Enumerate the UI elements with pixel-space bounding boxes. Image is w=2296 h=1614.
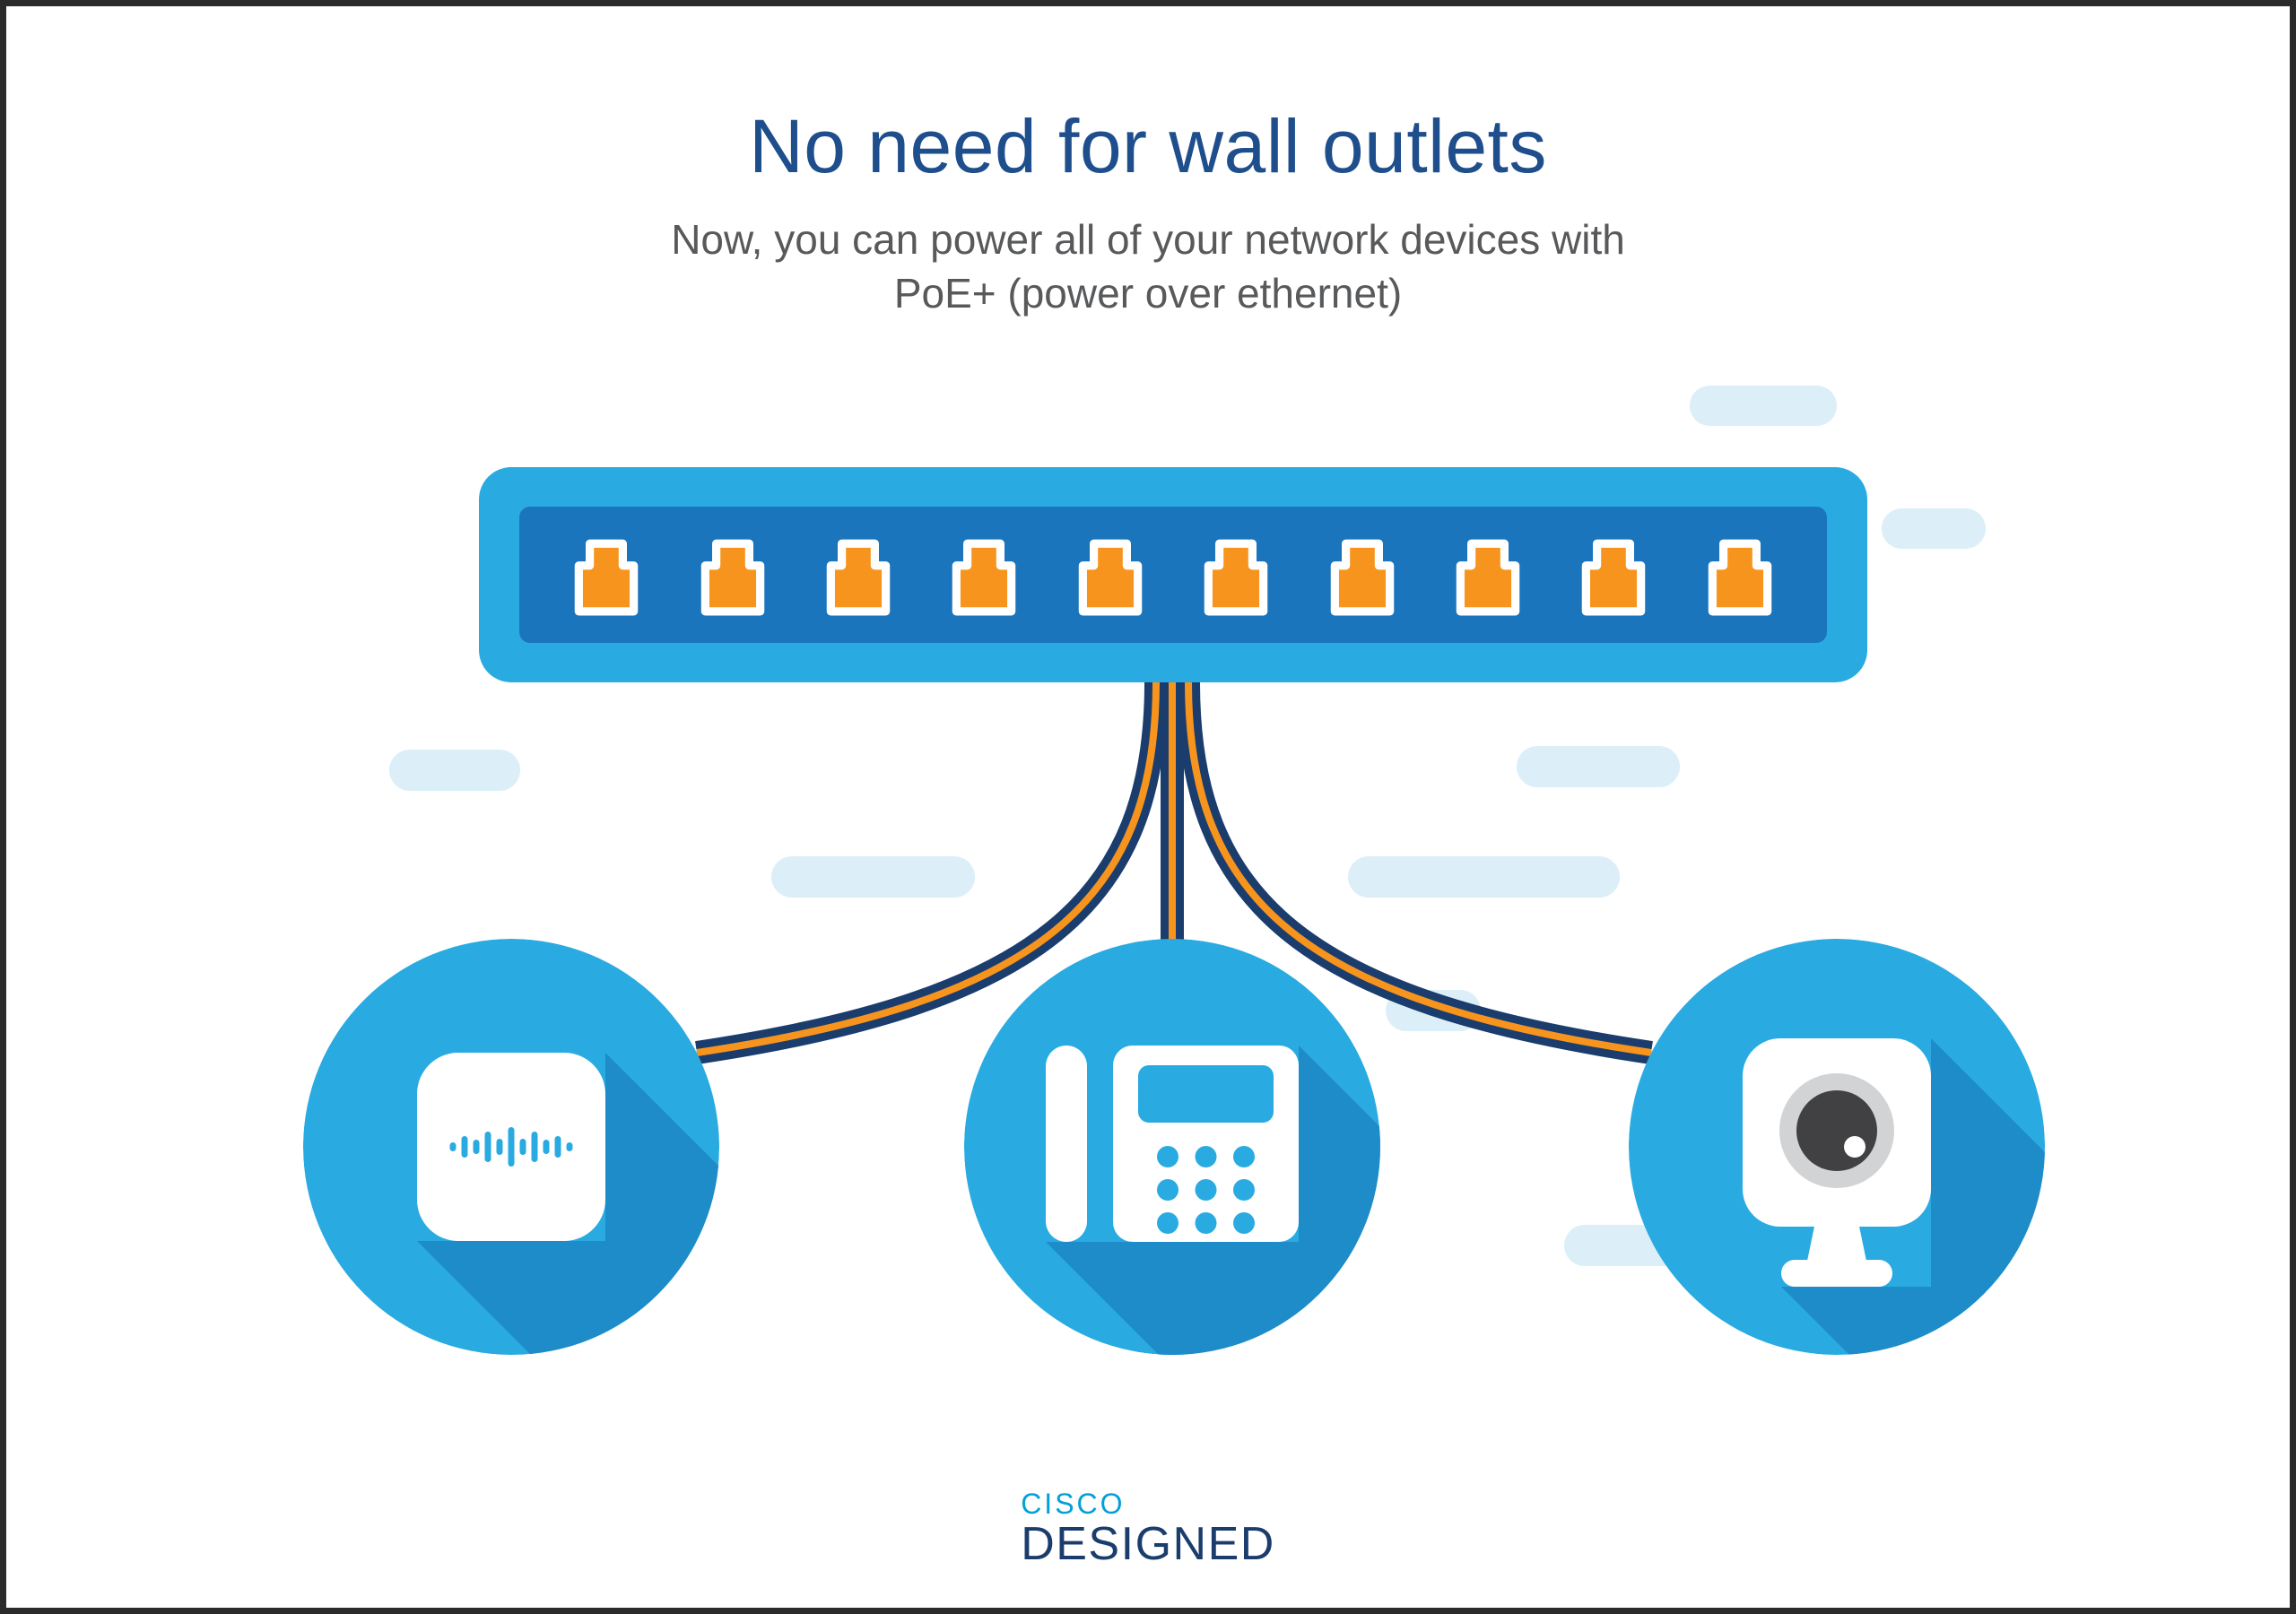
switch-ports [519,507,1827,643]
wireless-access-point-icon [449,1127,573,1167]
ethernet-port-icon [575,539,639,616]
page-subtitle: Now, you can power all of your network d… [6,213,2290,321]
background-pill [1690,386,1837,426]
ethernet-port-icon [1708,539,1771,616]
page-title: No need for wall outlets [749,104,1547,188]
designed-wordmark: DESIGNED [1021,1518,1275,1570]
background-pill [1517,746,1680,787]
cisco-designed-logo: CISCO DESIGNED [1021,1488,1275,1571]
ip-phone-icon [1046,1046,1299,1242]
webcam-lens-highlight [1844,1136,1866,1158]
cisco-wordmark: CISCO [1021,1488,1126,1520]
webcam-stand-base [1781,1260,1892,1287]
ethernet-port-icon [700,539,764,616]
phone-handset [1046,1046,1087,1242]
poe-switch [479,467,1867,682]
header: No need for wall outlets Now, you can po… [6,103,2290,321]
background-pill [1882,508,1986,549]
poe-cable-left [695,681,1168,1064]
switch-port-panel [519,507,1827,643]
background-pill [389,750,520,791]
webcam-lens [1796,1090,1877,1171]
phone-screen [1138,1065,1274,1123]
background-pill [771,856,975,898]
device-webcam [1629,939,2045,1355]
webcam-icon [1743,1038,1931,1287]
subtitle-line-2: PoE+ (power over ethernet) [893,269,1403,317]
phone-keypad [1157,1146,1255,1234]
subtitle-line-1: Now, you can power all of your network d… [671,216,1625,263]
ethernet-port-icon [826,539,891,616]
ethernet-port-icon [1330,539,1394,616]
ethernet-port-icon [952,539,1016,616]
device-ip-phone [964,939,1380,1355]
ethernet-port-icon [1204,539,1268,616]
webcam-stand-neck [1806,1222,1867,1265]
device-access-point [303,939,719,1355]
ethernet-port-icon [1078,539,1143,616]
background-pill [1348,856,1620,898]
poe-cable-right [1177,681,1653,1064]
ethernet-port-icon [1581,539,1646,616]
ethernet-port-icon [1456,539,1520,616]
poe-cables [695,681,1653,1064]
